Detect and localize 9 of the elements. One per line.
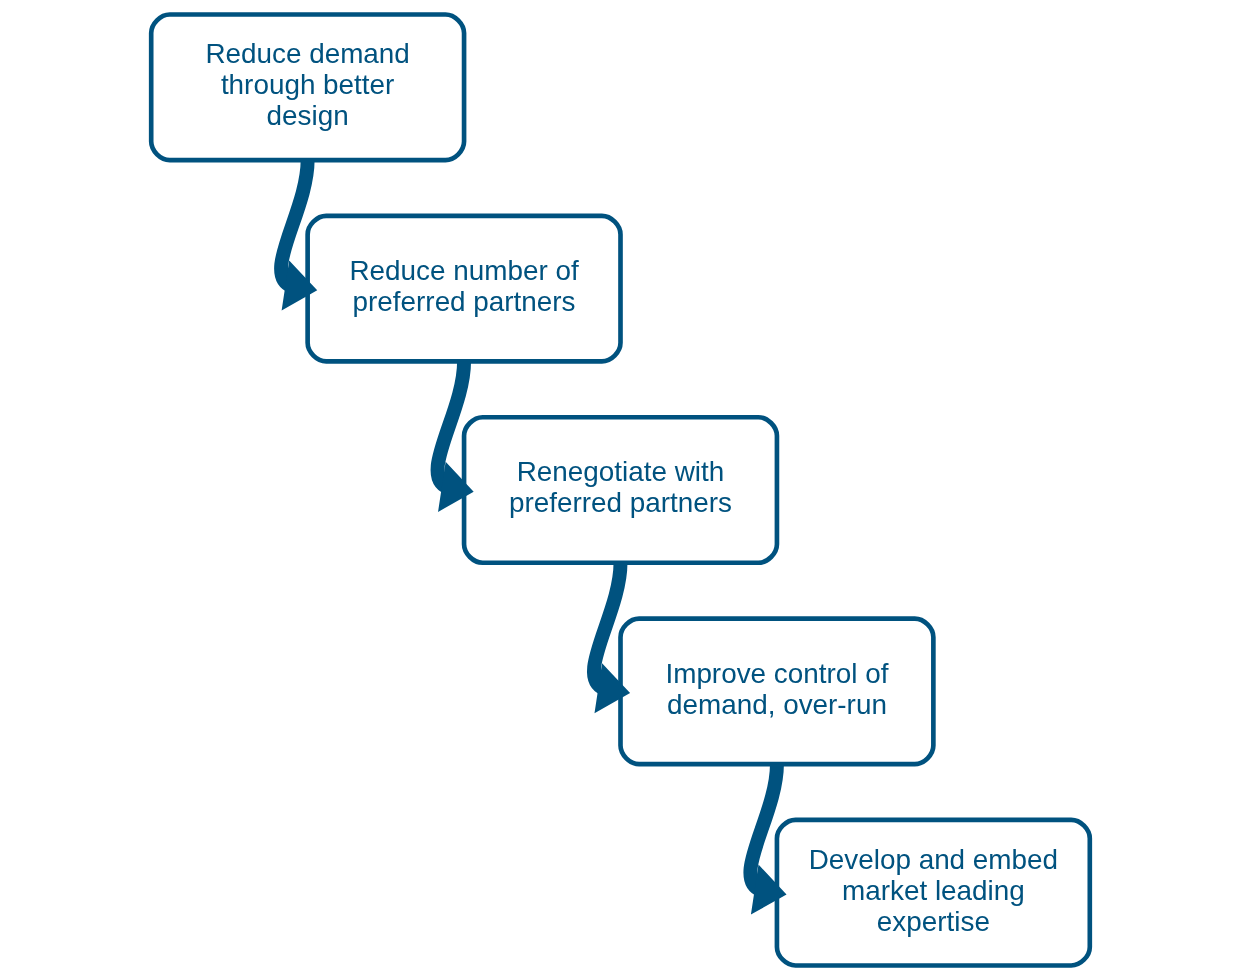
arrow (587, 562, 631, 714)
node-box: Reduce demand through better design (148, 12, 467, 163)
node-box: Improve control of demand, over-run (618, 616, 936, 767)
node-box: Reduce number of preferred partners (305, 213, 623, 364)
node-box: Develop and embed market leading expertise (774, 817, 1093, 968)
arrow (743, 763, 787, 915)
arrow (274, 159, 318, 311)
node-box: Renegotiate with preferred partners (461, 414, 780, 566)
arrow (430, 360, 474, 512)
